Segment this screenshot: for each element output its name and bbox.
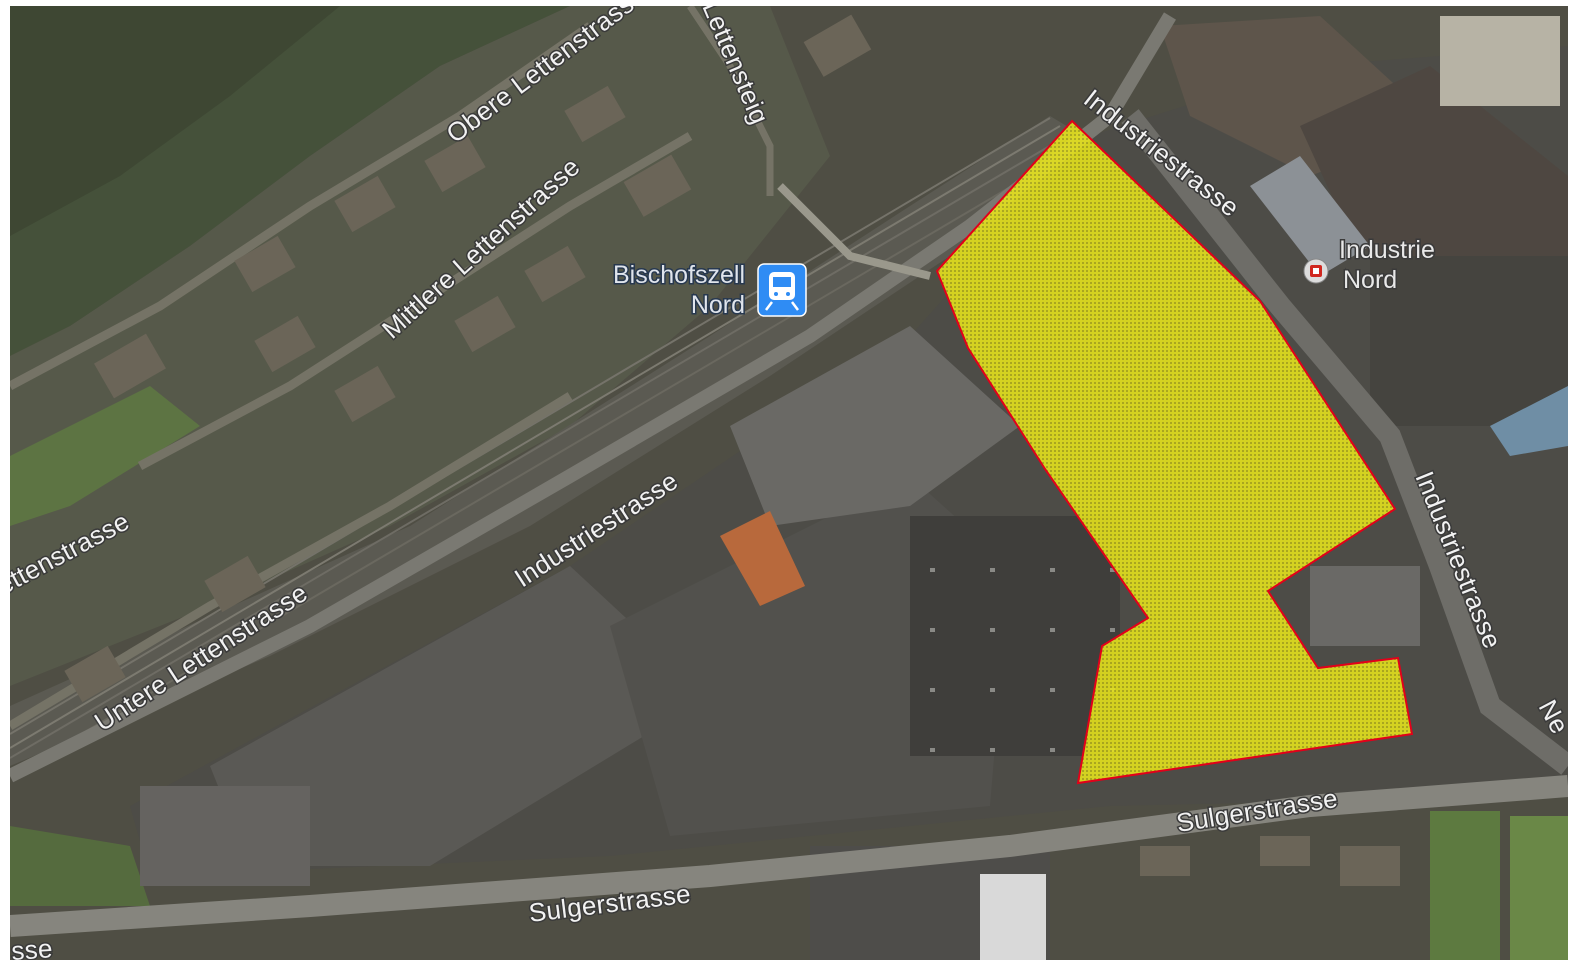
railway-track	[10, 117, 1051, 735]
train-station-icon[interactable]	[757, 263, 807, 317]
factory-roof	[1310, 566, 1420, 646]
factory-roof-pattern	[910, 516, 1120, 756]
road-sulgerstrasse	[10, 775, 1568, 937]
field-area	[10, 386, 200, 526]
road-industriestrasse	[10, 12, 1177, 783]
poi-bischofszell-nord[interactable]: Bischofszell Nord	[612, 260, 807, 321]
railway-track	[10, 125, 1061, 749]
houses	[64, 14, 1400, 886]
water-area	[1490, 386, 1568, 456]
warehouse-roof	[980, 874, 1046, 960]
road-mittlere-lettenstrasse	[137, 132, 693, 470]
field-area	[1510, 816, 1568, 960]
warehouse-roof	[1250, 156, 1370, 276]
railway-track	[10, 145, 1081, 777]
street-label-edge-sse: sse	[10, 933, 53, 960]
factory-roof	[210, 566, 710, 866]
field-area	[10, 826, 150, 906]
field-area	[1430, 811, 1500, 960]
road-lettensteig	[687, 6, 774, 196]
poi-industrie-nord[interactable]: Industrie Nord	[1303, 235, 1436, 296]
map-viewport[interactable]: Obere Lettenstrasse Lettensteig Mittlere…	[10, 6, 1568, 960]
highlighted-parcel[interactable]	[935, 119, 1414, 785]
forest-area-dark	[10, 6, 340, 236]
orange-roof	[720, 511, 805, 606]
factory-roof	[730, 326, 1020, 526]
railway-corridor	[10, 116, 1100, 766]
factory-roof	[140, 786, 310, 886]
footbridge	[777, 183, 931, 280]
railway-track	[10, 133, 1071, 759]
road-industriestrasse-east	[1121, 109, 1568, 775]
place-marker-icon[interactable]	[1303, 258, 1329, 284]
poi-industrie-name-line2: Nord	[1343, 266, 1397, 294]
warehouse-roof	[1440, 16, 1560, 106]
road-lettenstrasse	[10, 22, 593, 390]
satellite-map[interactable]: Obere Lettenstrasse Lettensteig Mittlere…	[10, 6, 1568, 960]
poi-station-name-line1: Bischofszell	[613, 261, 745, 289]
poi-industrie-name-line1: Industrie	[1339, 236, 1435, 264]
parking-lot	[1370, 256, 1568, 426]
poi-station-name-line2: Nord	[691, 291, 745, 319]
